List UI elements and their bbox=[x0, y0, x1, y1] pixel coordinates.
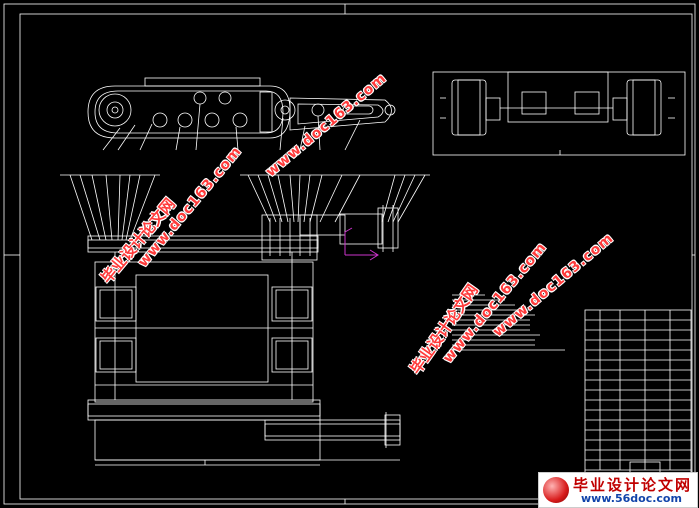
track-side-view bbox=[87, 77, 396, 151]
title-block bbox=[584, 309, 692, 501]
badge-title: 毕业设计论文网 bbox=[573, 476, 693, 494]
inner-frame bbox=[19, 13, 693, 500]
wheel-top-view bbox=[432, 71, 686, 156]
site-badge[interactable]: 毕业设计论文网 www.56doc.com bbox=[538, 472, 698, 508]
notes-block bbox=[452, 294, 565, 351]
outer-frame bbox=[3, 3, 696, 505]
chassis-main-view bbox=[60, 174, 430, 466]
site-logo-icon bbox=[543, 477, 569, 503]
badge-url: www.56doc.com bbox=[581, 492, 682, 505]
section-arrow bbox=[344, 227, 379, 261]
